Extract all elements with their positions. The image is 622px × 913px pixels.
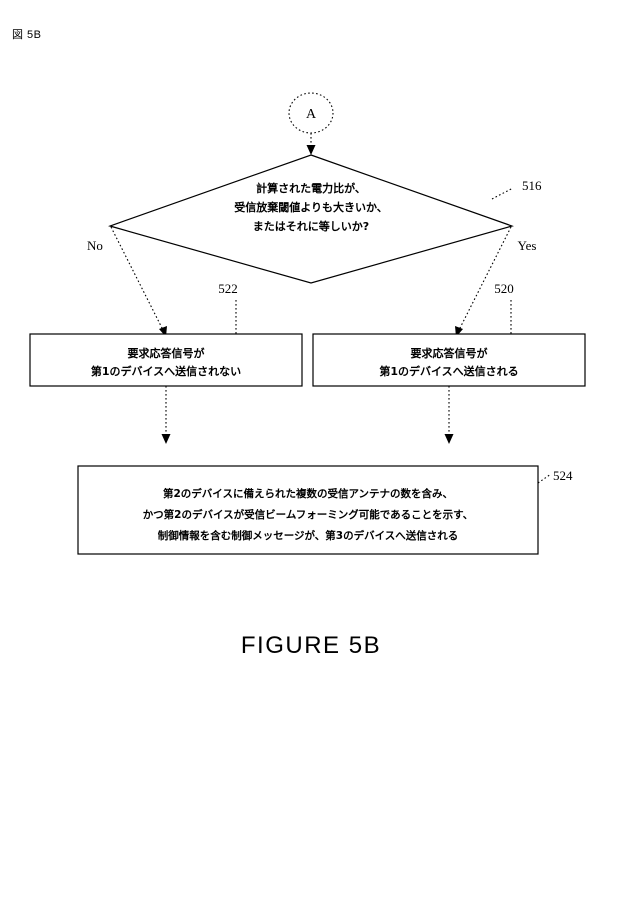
arrow-a-to-decision bbox=[306, 133, 316, 155]
process-node-520: 要求応答信号が 第1のデバイスへ送信される bbox=[312, 333, 586, 387]
reference-number-516: 516 bbox=[522, 178, 542, 193]
branch-yes: Yes bbox=[455, 226, 537, 337]
process-bottom-box-shape bbox=[77, 465, 539, 555]
connector-node-label: A bbox=[306, 107, 317, 122]
reference-label-522: 522 bbox=[218, 281, 238, 334]
branch-label-yes: Yes bbox=[518, 238, 537, 253]
arrowhead-icon bbox=[306, 145, 316, 155]
process-left-text-line-2: 第1のデバイスへ送信されない bbox=[91, 364, 241, 378]
arrow-left-to-bottom bbox=[161, 386, 171, 444]
process-left-text-line-1: 要求応答信号が bbox=[128, 346, 205, 360]
process-bottom-text-line-3: 制御情報を含む制御メッセージが、第3のデバイスへ送信される bbox=[158, 529, 459, 542]
arrowhead-icon bbox=[444, 434, 454, 444]
decision-text-line-1: 計算された電力比が、 bbox=[256, 181, 366, 195]
process-bottom-text-line-2: かつ第2のデバイスが受信ビームフォーミング可能であることを示す、 bbox=[143, 508, 474, 521]
process-node-522: 要求応答信号が 第1のデバイスへ送信されない bbox=[29, 333, 303, 387]
decision-diamond-shape bbox=[108, 154, 514, 284]
process-right-text-line-1: 要求応答信号が bbox=[411, 346, 488, 360]
decision-text-line-3: またはそれに等しいか? bbox=[253, 219, 369, 233]
process-left-box-shape bbox=[29, 333, 303, 387]
reference-label-520: 520 bbox=[494, 281, 514, 334]
reference-number-522: 522 bbox=[218, 281, 238, 296]
process-right-text-line-2: 第1のデバイスへ送信される bbox=[379, 364, 518, 378]
process-right-box-shape bbox=[312, 333, 586, 387]
process-bottom-text-line-1: 第2のデバイスに備えられた複数の受信アンテナの数を含み、 bbox=[163, 487, 453, 500]
reference-number-520: 520 bbox=[494, 281, 514, 296]
branch-no: No bbox=[87, 226, 167, 337]
figure-caption: FIGURE 5B bbox=[240, 632, 382, 659]
arrowhead-icon bbox=[161, 434, 171, 444]
reference-label-524: 524 bbox=[537, 468, 573, 484]
reference-label-516: 516 bbox=[491, 178, 542, 200]
branch-label-no: No bbox=[87, 238, 103, 253]
process-node-524: 第2のデバイスに備えられた複数の受信アンテナの数を含み、 かつ第2のデバイスが受… bbox=[77, 465, 539, 555]
reference-number-524: 524 bbox=[553, 468, 573, 483]
decision-text-line-2: 受信放棄閾値よりも大きいか、 bbox=[234, 200, 388, 214]
arrow-right-to-bottom bbox=[444, 386, 454, 444]
decision-node-516: 計算された電力比が、 受信放棄閾値よりも大きいか、 またはそれに等しいか? bbox=[108, 154, 514, 284]
figure-number-label: 図 5B bbox=[12, 29, 42, 41]
connector-node-a: A bbox=[288, 92, 334, 134]
